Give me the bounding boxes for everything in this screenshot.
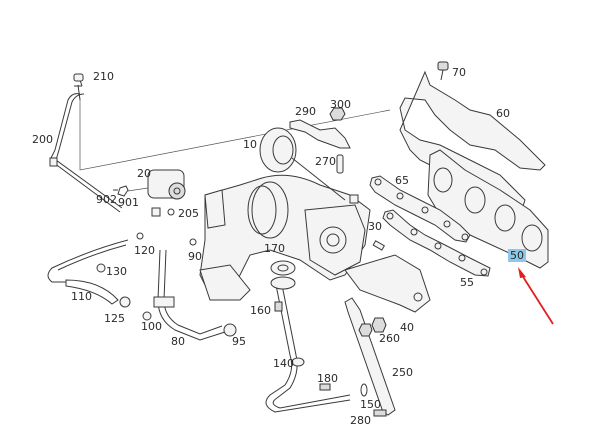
part-label-170[interactable]: 170 (264, 242, 285, 255)
part-label-200[interactable]: 200 (32, 133, 53, 146)
part-label-110[interactable]: 110 (71, 290, 92, 303)
part-label-70[interactable]: 70 (452, 66, 466, 79)
part-label-60[interactable]: 60 (496, 107, 510, 120)
return-lines (47, 207, 237, 341)
part-label-95[interactable]: 95 (232, 335, 246, 348)
pointer-arrow (518, 267, 554, 325)
exhaust-gaskets (369, 175, 491, 277)
part-label-100[interactable]: 100 (141, 320, 162, 333)
part-label-180[interactable]: 180 (317, 372, 338, 385)
oil-feed-line (49, 73, 391, 213)
bracket-hardware (289, 107, 359, 204)
part-label-210[interactable]: 210 (93, 70, 114, 83)
part-label-150[interactable]: 150 (360, 398, 381, 411)
part-label-902[interactable]: 902 (96, 193, 117, 206)
actuator (113, 169, 186, 200)
part-label-290[interactable]: 290 (295, 105, 316, 118)
part-label-90[interactable]: 90 (188, 250, 202, 263)
part-label-120[interactable]: 120 (134, 244, 155, 257)
part-label-20[interactable]: 20 (137, 167, 151, 180)
part-label-40[interactable]: 40 (400, 321, 414, 334)
part-label-300[interactable]: 300 (330, 98, 351, 111)
part-label-205[interactable]: 205 (178, 207, 199, 220)
part-label-901[interactable]: 901 (118, 196, 139, 209)
part-label-140[interactable]: 140 (273, 357, 294, 370)
part-label-130[interactable]: 130 (106, 265, 127, 278)
part-label-125[interactable]: 125 (104, 312, 125, 325)
part-label-260[interactable]: 260 (379, 332, 400, 345)
part-label-65[interactable]: 65 (395, 174, 409, 187)
turbocharger (199, 127, 431, 313)
part-label-270[interactable]: 270 (315, 155, 336, 168)
part-label-55[interactable]: 55 (460, 276, 474, 289)
part-label-30[interactable]: 30 (368, 220, 382, 233)
support-and-lower-pipe (265, 260, 396, 417)
part-label-10[interactable]: 10 (243, 138, 257, 151)
part-label-250[interactable]: 250 (392, 366, 413, 379)
part-label-80[interactable]: 80 (171, 335, 185, 348)
part-label-50-highlighted[interactable]: 50 (508, 249, 526, 262)
part-label-160[interactable]: 160 (250, 304, 271, 317)
part-label-280[interactable]: 280 (350, 414, 371, 427)
